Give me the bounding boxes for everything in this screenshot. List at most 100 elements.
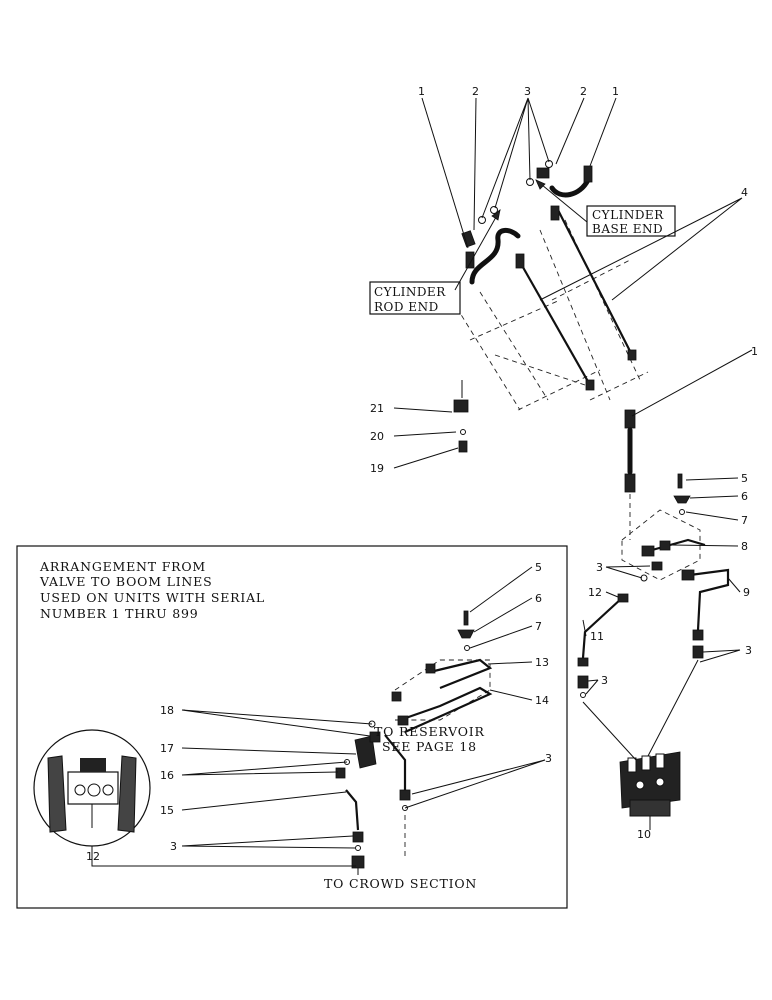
inset-callout-5: 5 [535, 561, 542, 574]
fitting-8a [641, 545, 655, 557]
elbow-fitting-21 [453, 399, 469, 413]
hose-fitting-top [624, 409, 636, 429]
callout-1: 1 [612, 85, 619, 98]
cylinder-pivot-line [494, 354, 586, 386]
arrowhead-rod [491, 209, 501, 221]
line-to-valve-left [582, 701, 637, 761]
tube-nut-lower-1 [585, 379, 595, 391]
washer-rod-1 [478, 216, 486, 224]
callout-11: 11 [590, 630, 604, 643]
inset-callout-18: 18 [160, 704, 174, 717]
tube-nut-rod [515, 253, 525, 269]
control-valve-10 [619, 751, 681, 830]
callout-4: 4 [741, 186, 748, 199]
inset-tube-14 [399, 686, 493, 734]
inset-tube-13 [429, 658, 493, 690]
inset-tube-15 [345, 789, 360, 831]
inset-callout-3: 3 [170, 840, 177, 853]
cylinder-rod-end-label: CYLINDER ROD END [369, 281, 461, 315]
crowd-section-note: TO CROWD SECTION [324, 876, 477, 891]
reservoir-note-2: SEE PAGE 18 [382, 739, 477, 754]
line-to-valve-right [647, 659, 699, 757]
cylinder-lines-group [451, 160, 649, 540]
inset-callout-14: 14 [535, 694, 549, 707]
callout-1: 1 [751, 345, 758, 358]
detail-callout-12: 12 [86, 850, 100, 863]
hose-fitting-bottom [624, 473, 636, 493]
bolt-5 [677, 473, 683, 489]
tube-11 [581, 597, 623, 659]
detail-leader [91, 846, 356, 867]
valve-outline [621, 509, 701, 581]
inset-washer-7 [464, 645, 470, 651]
inset-callout-3: 3 [545, 752, 552, 765]
inset-callout-15: 15 [160, 804, 174, 817]
callout-19: 19 [370, 462, 384, 475]
inset-callout-13: 13 [535, 656, 549, 669]
inset-fitting-14a [391, 691, 402, 702]
inset-fitting-3b [399, 789, 411, 801]
svg-text:CYLINDER: CYLINDER [592, 208, 664, 222]
inset-valve-block-17 [354, 735, 377, 769]
fitting-3-left [577, 675, 589, 689]
washer-rod-2 [490, 206, 498, 214]
fitting-12 [617, 593, 629, 603]
callout-7: 7 [741, 514, 748, 527]
fitting-8b [659, 540, 671, 551]
tube-end-11 [577, 657, 589, 667]
tube-base-end [557, 209, 633, 356]
cylinder-base-outline [539, 219, 649, 401]
tube-nut-lower-2 [627, 349, 637, 361]
inset-clamp-6 [457, 629, 475, 639]
callout-numbers: 1 2 3 2 1 4 1 21 20 19 5 6 7 8 3 12 9 11… [86, 85, 758, 863]
detail-view-12 [33, 729, 151, 847]
inset-bolt-5 [463, 610, 469, 626]
inset-title-line-4: NUMBER 1 THRU 899 [40, 606, 199, 621]
washer-20 [460, 429, 466, 435]
fitting-3-right [692, 645, 704, 659]
tube-nut-base [550, 205, 560, 221]
inset-fitting-3a [352, 831, 364, 843]
inset-callout-17: 17 [160, 742, 174, 755]
elbow-fitting-rod [461, 230, 476, 248]
base-end-arrow [535, 179, 588, 223]
clamp-6 [673, 495, 691, 504]
arrowhead-base [535, 179, 546, 190]
inset-title-line-2: VALVE TO BOOM LINES [39, 574, 212, 589]
inset-title-line-3: USED ON UNITS WITH SERIAL [40, 590, 265, 605]
inset-fitting-18a [369, 731, 381, 743]
plug-19 [458, 440, 468, 453]
washer-3-left [580, 692, 586, 698]
inset-washer-3a [355, 845, 361, 851]
tube-rod-end [519, 261, 591, 386]
leader-lines [181, 97, 753, 849]
callout-3: 3 [601, 674, 608, 687]
inset-callout-6: 6 [535, 592, 542, 605]
callout-1: 1 [418, 85, 425, 98]
valve-piping-group [577, 473, 730, 830]
inset-callout-16: 16 [160, 769, 174, 782]
callout-6: 6 [741, 490, 748, 503]
callout-3: 3 [745, 644, 752, 657]
fitting-9 [681, 569, 695, 581]
tube-end-9 [692, 629, 704, 641]
callout-20: 20 [370, 430, 384, 443]
callout-3: 3 [524, 85, 531, 98]
tube-9 [689, 568, 730, 631]
callout-9: 9 [743, 586, 750, 599]
callout-2: 2 [472, 85, 479, 98]
inset-title-line-1: ARRANGEMENT FROM [39, 559, 206, 574]
hose-base-end [549, 177, 591, 198]
reservoir-note-1: TO RESERVOIR [374, 724, 485, 739]
callout-2: 2 [580, 85, 587, 98]
callout-21: 21 [370, 402, 384, 415]
cylinder-rod-outline [451, 291, 601, 411]
inset-panel: ARRANGEMENT FROM VALVE TO BOOM LINES USE… [16, 545, 568, 909]
washer-7 [679, 509, 685, 515]
callout-10: 10 [637, 828, 651, 841]
svg-text:ROD END: ROD END [374, 300, 439, 314]
svg-text:CYLINDER: CYLINDER [374, 285, 446, 299]
cylinder-base-end-label: CYLINDER BASE END [586, 205, 676, 237]
elbow-fitting-base [536, 167, 550, 179]
callout-3: 3 [596, 561, 603, 574]
